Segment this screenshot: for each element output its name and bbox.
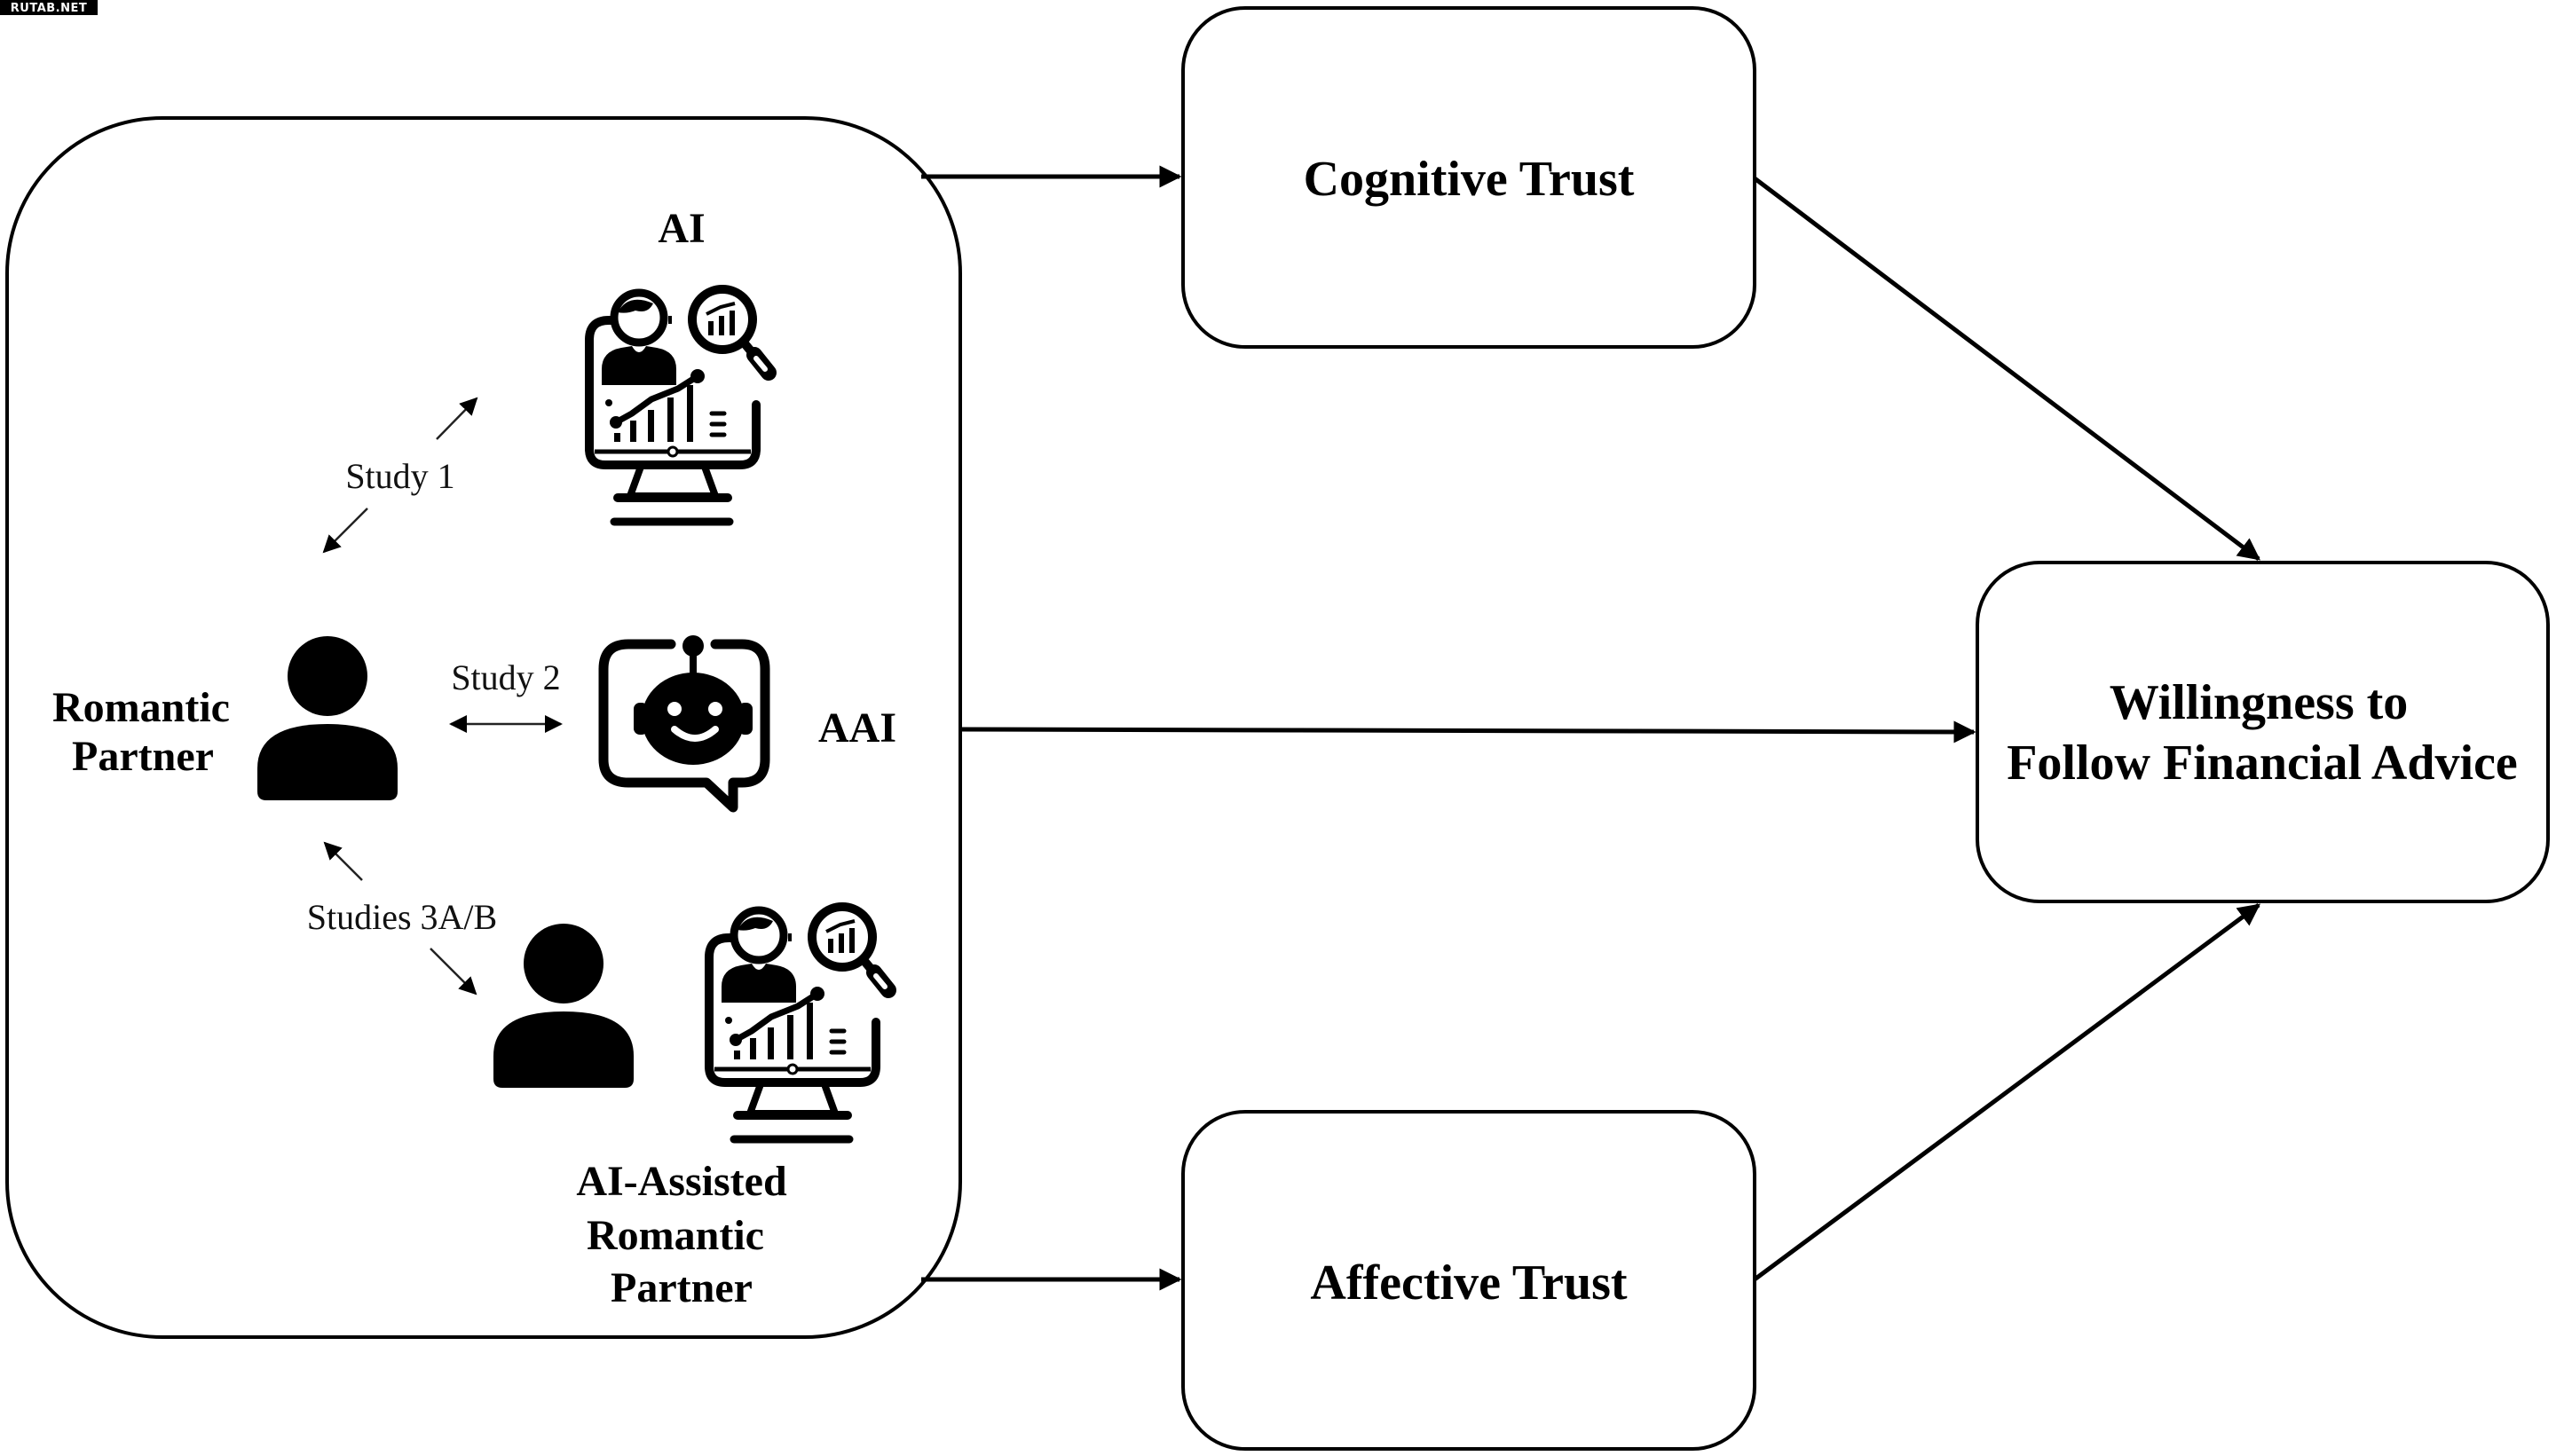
ai-assisted-label-line1: AI-Assisted — [576, 1158, 787, 1205]
romantic-partner-label-line1: Romantic — [52, 684, 230, 731]
affective-trust-node: Affective Trust — [1181, 1110, 1756, 1451]
arrow-panel-to-outcome — [959, 720, 1976, 744]
watermark-text: RUTAB.NET — [11, 2, 87, 15]
outcome-label-line1: Willingness to — [2110, 675, 2409, 730]
willingness-outcome-node: Willingness to Follow Financial Advice — [1976, 561, 2550, 903]
study3-arrow-up — [323, 841, 363, 881]
watermark: RUTAB.NET — [0, 0, 98, 15]
study1-arrow-up — [436, 397, 478, 440]
cognitive-trust-label: Cognitive Trust — [1304, 152, 1635, 207]
ai-assisted-label-line2: Romantic — [587, 1212, 764, 1259]
ai-label: AI — [658, 205, 705, 252]
ai-assisted-label-line3: Partner — [611, 1264, 753, 1311]
study1-arrow-down — [322, 508, 368, 554]
arrow-cognitive-to-outcome — [1753, 177, 2260, 561]
aai-label: AAI — [818, 704, 896, 752]
study1-label: Study 1 — [345, 456, 454, 496]
romantic-partner-label-line2: Partner — [72, 733, 214, 780]
outcome-label-line2: Follow Financial Advice — [2007, 736, 2518, 791]
study2-label: Study 2 — [451, 657, 560, 697]
cognitive-trust-node: Cognitive Trust — [1181, 6, 1756, 349]
affective-trust-label: Affective Trust — [1310, 1255, 1627, 1310]
study3-label: Studies 3A/B — [307, 897, 497, 937]
study3-arrow-down — [430, 948, 477, 996]
robot-chat-icon — [598, 635, 770, 813]
arrow-affective-to-outcome — [1753, 902, 2261, 1282]
